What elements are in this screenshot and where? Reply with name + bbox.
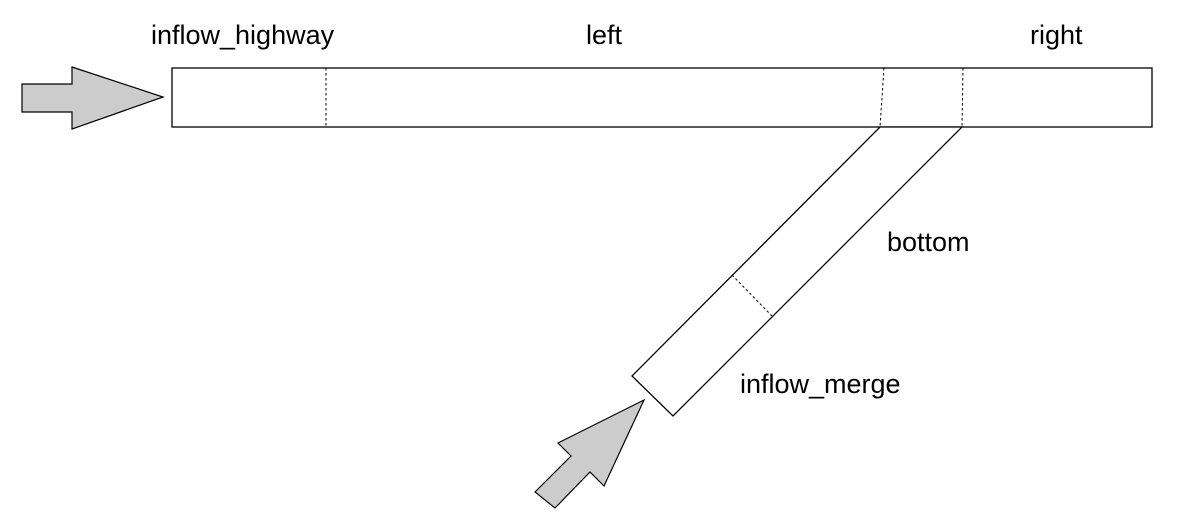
label-inflow-highway: inflow_highway bbox=[151, 20, 335, 50]
merge-road bbox=[631, 126, 964, 417]
arrow-right-icon bbox=[21, 66, 165, 130]
label-inflow-merge: inflow_merge bbox=[740, 369, 901, 399]
highway-road bbox=[171, 67, 1153, 128]
arrow-up-right-icon bbox=[534, 398, 646, 509]
label-left: left bbox=[586, 20, 623, 50]
label-bottom: bottom bbox=[887, 227, 970, 257]
label-right: right bbox=[1030, 20, 1083, 50]
